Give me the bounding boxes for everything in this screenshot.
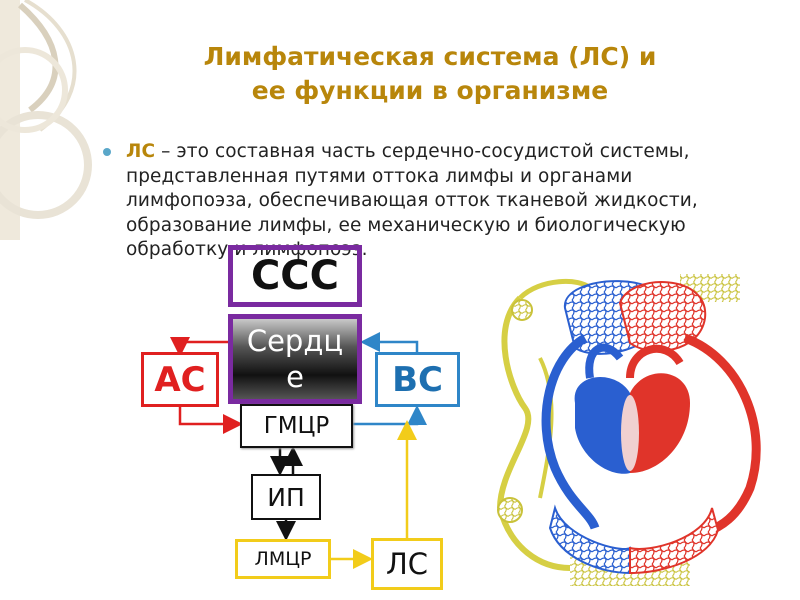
bullet-dot-icon — [103, 148, 111, 156]
slide-title-line1: Лимфатическая система (ЛС) и — [203, 42, 657, 71]
slide-title: Лимфатическая система (ЛС) и ее функции … — [110, 40, 750, 108]
heart-label-line1: Сердц — [246, 324, 344, 358]
arterial-system-box: АС — [141, 352, 219, 407]
heart-box: Сердц е — [228, 314, 362, 404]
swirl-decoration — [0, 0, 92, 240]
slide-title-line2: ее функции в организме — [251, 76, 609, 105]
interstitial-space-box: ИП — [251, 474, 321, 520]
lymphomicrocirculation-box: ЛМЦР — [235, 539, 331, 579]
venous-system-box: ВС — [375, 352, 460, 407]
definition-text: ЛС – это составная часть сердечно-сосуди… — [126, 140, 706, 263]
lymphatic-system-box: ЛС — [371, 538, 443, 590]
ccc-box: ССС — [228, 245, 362, 307]
definition-term: ЛС — [126, 141, 156, 162]
heart-label-line2: е — [286, 360, 304, 394]
definition-body: – это составная часть сердечно-сосудисто… — [126, 141, 698, 260]
circulation-illustration — [497, 274, 761, 586]
hemomicrocirculation-box: ГМЦР — [240, 404, 353, 448]
